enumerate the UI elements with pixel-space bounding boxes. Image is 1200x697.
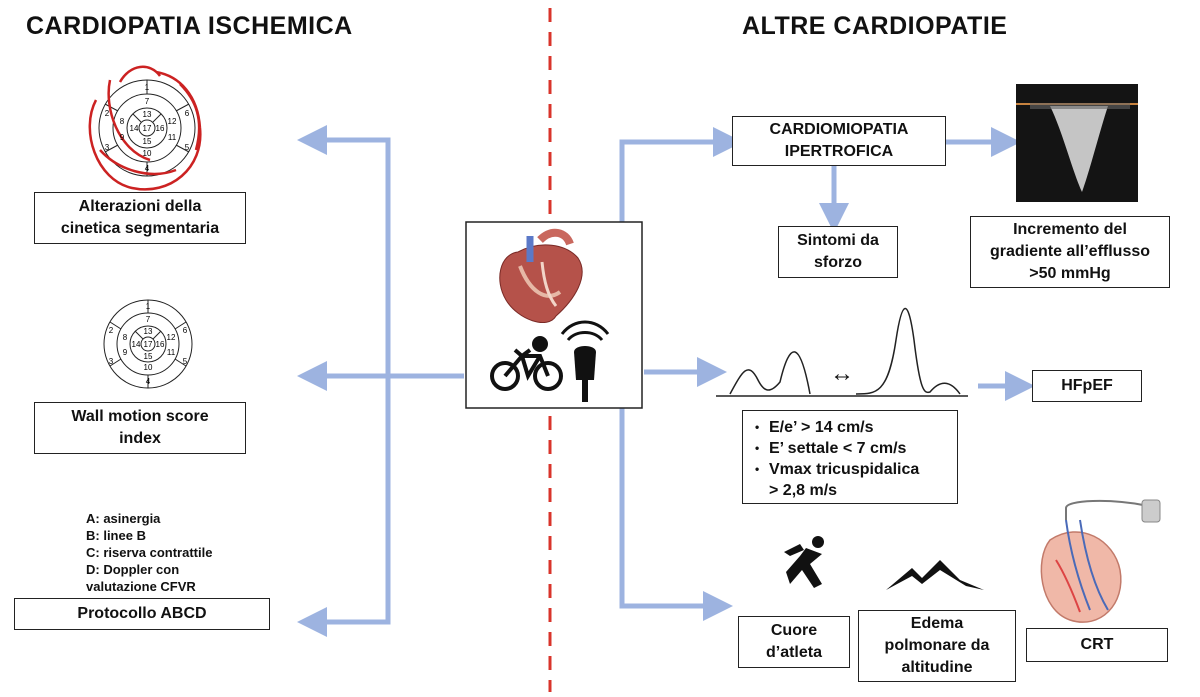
- segment-label: 2: [109, 326, 114, 335]
- label-hfpef: HFpEF: [1061, 377, 1113, 394]
- segment-label: 11: [168, 133, 177, 142]
- segment-label: 14: [132, 340, 141, 349]
- heart-illustration: [499, 228, 583, 324]
- mountains-icon: [886, 560, 984, 590]
- crt-heart-illustration: [1040, 499, 1161, 623]
- criteria-item: Vmax tricuspidalica > 2,8 m/s: [755, 459, 947, 501]
- segment-label: 8: [120, 117, 125, 126]
- ultrasound-probe-icon: [560, 320, 610, 402]
- box-incremento-gradiente: Incremento del gradiente all’efflusso >5…: [970, 216, 1170, 288]
- box-edema-polmonare: Edema polmonare da altitudine: [858, 610, 1016, 682]
- segment-label: 4: [146, 377, 151, 386]
- box-cuore-atleta: Cuore d’atleta: [738, 616, 850, 668]
- segment-label: 6: [185, 109, 190, 118]
- segment-label: 9: [120, 133, 125, 142]
- label-crt: CRT: [1080, 636, 1114, 653]
- segment-label: 10: [143, 149, 152, 158]
- label-sintomi: Sintomi da sforzo: [797, 232, 879, 271]
- segment-label: 12: [167, 333, 176, 342]
- box-cinetica-segmentaria: Alterazioni della cinetica segmentaria: [34, 192, 246, 244]
- criteria-item: E’ settale < 7 cm/s: [755, 438, 947, 459]
- abcd-list: A: asinergia B: linee B C: riserva contr…: [86, 511, 213, 594]
- runner-icon: [784, 536, 824, 588]
- label-edema: Edema polmonare da altitudine: [884, 615, 990, 676]
- segment-label: 1: [145, 83, 150, 92]
- heading-cardiopatia-ischemica: CARDIOPATIA ISCHEMICA: [26, 12, 353, 40]
- box-protocollo-abcd: Protocollo ABCD: [14, 598, 270, 630]
- label-gradiente: Incremento del gradiente all’efflusso >5…: [989, 221, 1151, 282]
- segment-label: 9: [123, 348, 128, 357]
- segment-label: 17: [143, 124, 152, 133]
- doppler-image: [1016, 84, 1138, 202]
- criteria-item: E/e’ > 14 cm/s: [755, 417, 947, 438]
- label-wall-motion: Wall motion score index: [71, 408, 209, 447]
- segment-label: 8: [123, 333, 128, 342]
- left-arrows: [297, 125, 464, 637]
- segment-label: 7: [145, 97, 150, 106]
- segment-label: 17: [144, 340, 153, 349]
- segment-label: 15: [144, 352, 153, 361]
- box-sintomi-da-sforzo: Sintomi da sforzo: [778, 226, 898, 278]
- bullseye-diagram-1: [98, 79, 196, 177]
- segment-label: 2: [105, 109, 110, 118]
- box-crt: CRT: [1026, 628, 1168, 662]
- label-cuore-atleta: Cuore d’atleta: [765, 622, 822, 661]
- red-trace: [88, 65, 202, 191]
- segment-label: 13: [143, 110, 152, 119]
- segment-label: 3: [105, 143, 110, 152]
- segment-label: 10: [144, 363, 153, 372]
- segment-label: 16: [156, 124, 165, 133]
- segment-label: 5: [183, 357, 188, 366]
- box-wall-motion-score: Wall motion score index: [34, 402, 246, 454]
- label-cinetica: Alterazioni della cinetica segmentaria: [60, 198, 220, 237]
- mitral-inflow-waveforms: [716, 307, 968, 397]
- cyclist-icon: [490, 336, 563, 391]
- bullseye-diagram-2: [103, 299, 193, 389]
- heading-altre-cardiopatie: ALTRE CARDIOPATIE: [742, 12, 1008, 40]
- segment-label: 5: [185, 143, 190, 152]
- label-cardiomiopatia: CARDIOMIOPATIA IPERTROFICA: [769, 121, 909, 160]
- box-hfpef: HFpEF: [1032, 370, 1142, 402]
- box-criteri-hfpef: E/e’ > 14 cm/s E’ settale < 7 cm/s Vmax …: [742, 410, 958, 504]
- double-arrow: ↔: [830, 360, 854, 387]
- segment-label: 15: [143, 137, 152, 146]
- segment-label: 3: [109, 357, 114, 366]
- segment-label: 4: [145, 164, 150, 173]
- segment-label: 13: [144, 327, 153, 336]
- segment-label: 12: [168, 117, 177, 126]
- segment-label: 11: [167, 348, 176, 357]
- segment-label: 7: [146, 315, 151, 324]
- segment-label: 6: [183, 326, 188, 335]
- criteria-list: E/e’ > 14 cm/s E’ settale < 7 cm/s Vmax …: [753, 417, 947, 501]
- segment-label: 1: [146, 302, 151, 311]
- segment-label: 16: [156, 340, 165, 349]
- label-protocollo-abcd: Protocollo ABCD: [77, 605, 207, 622]
- segment-label: 14: [130, 124, 139, 133]
- box-cardiomiopatia-ipertrofica: CARDIOMIOPATIA IPERTROFICA: [732, 116, 946, 166]
